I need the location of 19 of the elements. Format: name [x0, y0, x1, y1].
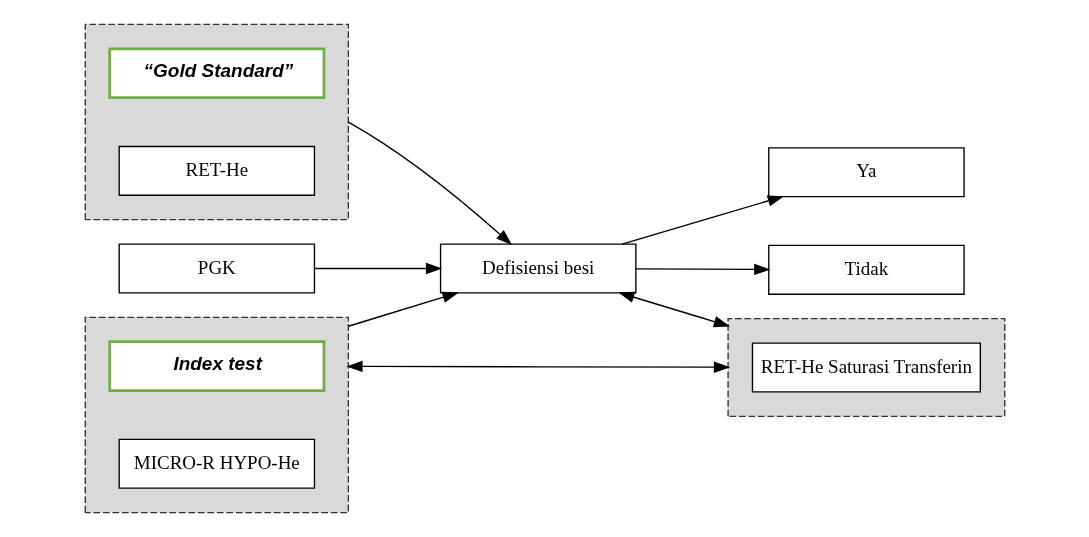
arrow — [313, 262, 442, 275]
node-box: RET-He — [118, 145, 315, 196]
arrow — [345, 360, 730, 373]
node-box: Index test — [107, 340, 325, 392]
node-box: Defisiensi besi — [439, 243, 637, 294]
node-box: “Gold Standard” — [107, 47, 325, 99]
cluster — [726, 318, 1005, 417]
node-box: Tidak — [767, 244, 965, 295]
arrow — [347, 291, 459, 327]
node-box: Ya — [767, 147, 965, 198]
cluster — [84, 316, 349, 514]
arrow — [617, 291, 730, 328]
arrow — [347, 121, 512, 246]
arrow — [620, 195, 784, 245]
node-box: MICRO-R HYPO-He — [118, 438, 315, 489]
arrow — [634, 263, 770, 276]
cluster — [84, 23, 349, 221]
node-box: RET-He Saturasi Transferin — [751, 342, 981, 393]
node-box: PGK — [118, 243, 315, 294]
